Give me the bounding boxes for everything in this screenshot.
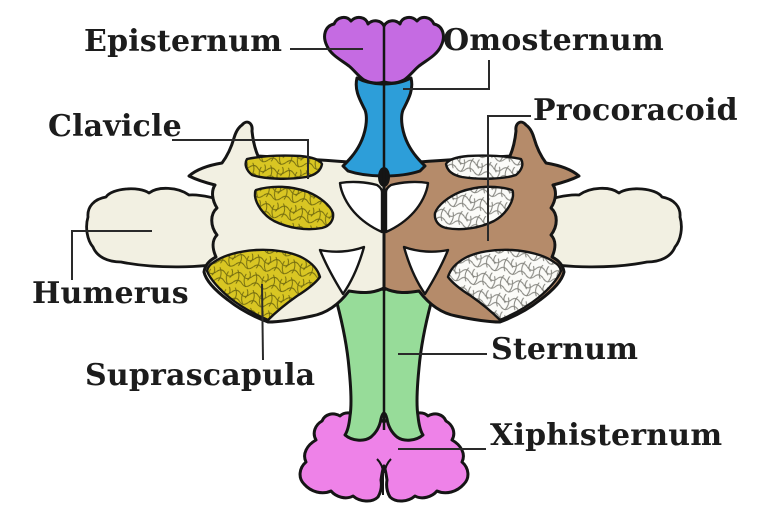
label-connectors <box>71 48 531 450</box>
xiphisternum-label: Xiphisternum <box>490 418 723 453</box>
suprascapula-connector <box>261 283 264 361</box>
suprascapula-label: Suprascapula <box>85 358 316 393</box>
clavicle-label: Clavicle <box>48 109 182 144</box>
procoracoid-label: Procoracoid <box>533 93 738 128</box>
right-clavicle-strip <box>444 154 524 180</box>
episternum-label: Episternum <box>84 24 283 59</box>
humerus-label: Humerus <box>32 276 189 311</box>
humerus-connector <box>71 230 152 280</box>
right-girdle-half <box>382 120 683 324</box>
omosternum-connector <box>403 60 490 90</box>
omosternum-label: Omosternum <box>443 23 664 58</box>
xiphisternum-shape <box>298 411 470 503</box>
xiphisternum-cleft <box>376 458 392 495</box>
procoracoid-connector <box>487 115 531 241</box>
clavicle-shape <box>244 154 324 180</box>
sternum-label: Sternum <box>491 332 639 367</box>
clavicle-connector <box>172 139 309 179</box>
